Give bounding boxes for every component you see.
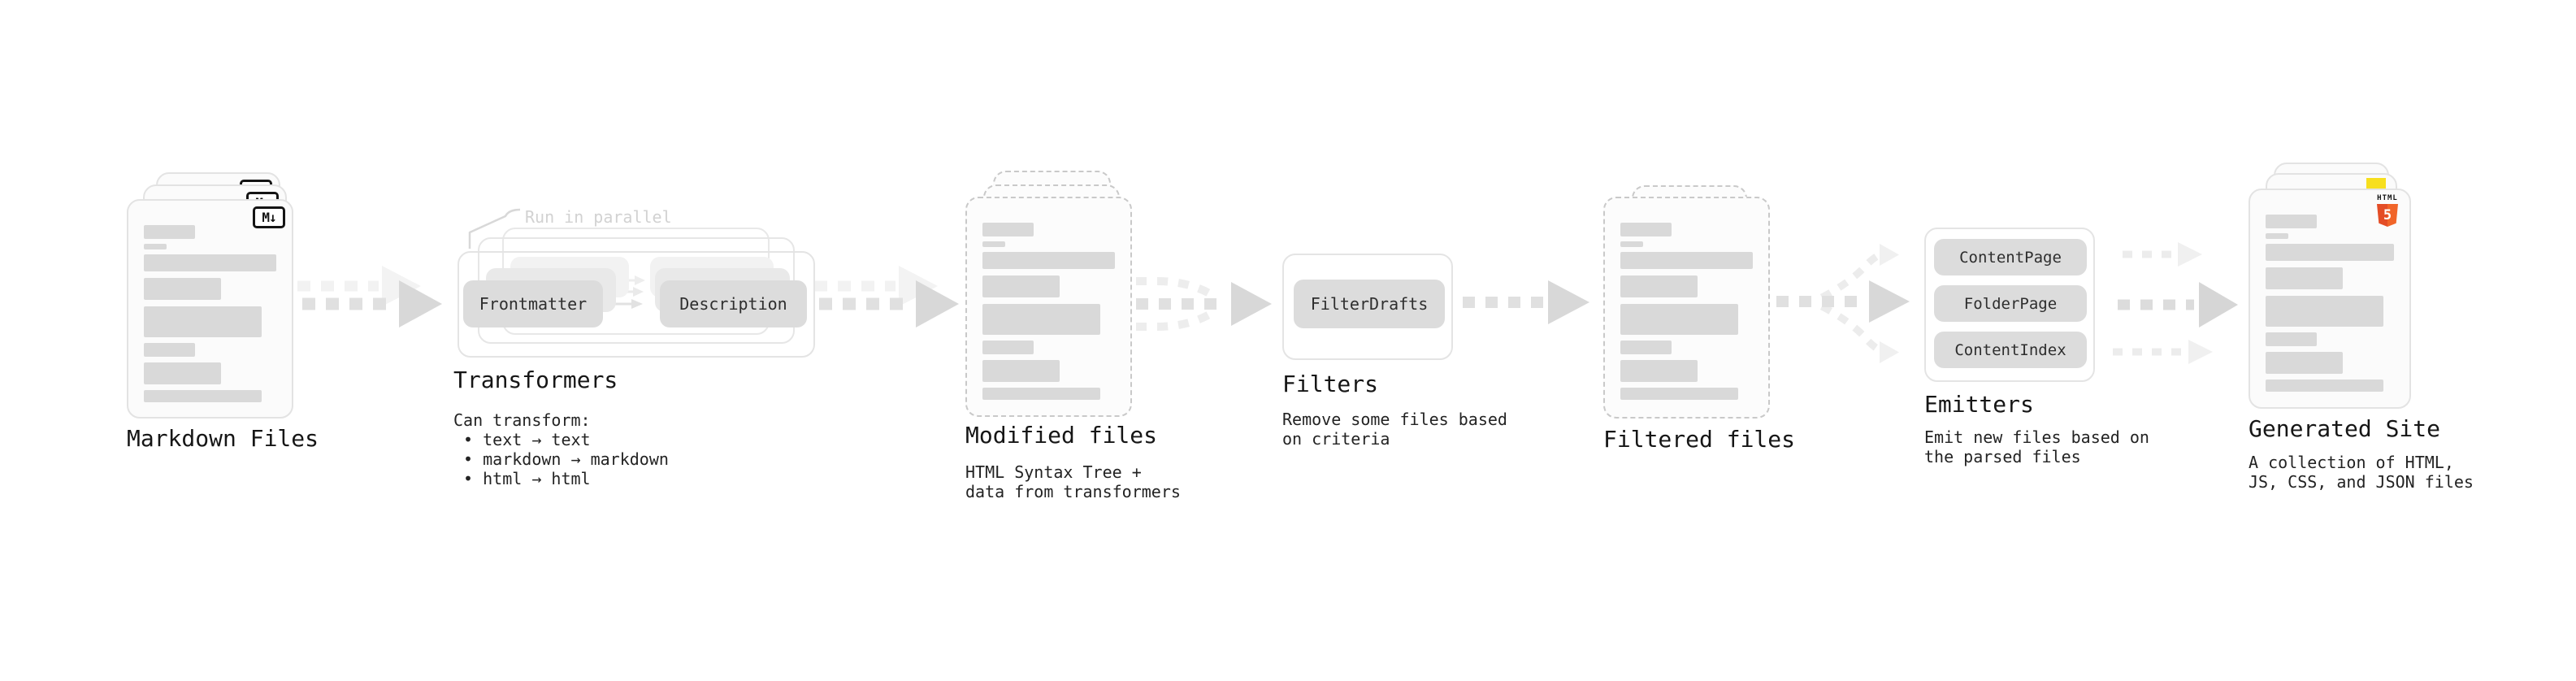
content-index-node: ContentIndex [1934,332,2087,368]
html5-icon-shield: 5 [2377,204,2398,227]
placeholder-bar [1620,223,1672,236]
placeholder-bar [982,340,1034,354]
placeholder-bar [144,343,195,357]
arrow-emitters-to-site [2113,242,2238,364]
placeholder-bar [144,278,221,300]
placeholder-bar [982,241,1005,247]
transformer-container-front [458,251,815,358]
modified-file-card-front [965,197,1132,417]
placeholder-bar [2266,244,2394,261]
placeholder-bar [2266,233,2288,239]
placeholder-bar [2266,267,2343,289]
placeholder-bar [1620,252,1753,269]
site-file-card-html: HTML 5 [2249,189,2411,409]
document-content-placeholder [1620,223,1753,400]
modified-files-label: Modified files [965,422,1158,449]
transformers-details: Can transform: • text → text • markdown … [453,410,669,488]
modified-files-details: HTML Syntax Tree + data from transformer… [965,462,1181,501]
arrow-modified-to-filters-merge [1136,277,1272,331]
placeholder-bar [2266,296,2383,327]
placeholder-bar [982,223,1034,236]
placeholder-bar [144,362,221,384]
folder-page-node: FolderPage [1934,285,2087,322]
html5-file-icon: HTML 5 [2375,194,2400,227]
placeholder-bar [1620,360,1698,382]
placeholder-bar [1620,388,1738,400]
filter-drafts-node: FilterDrafts [1294,280,1445,328]
placeholder-bar [1620,241,1643,247]
placeholder-bar [1620,304,1738,335]
arrow-filters-to-filtered [1463,280,1589,324]
filtered-files-label: Filtered files [1603,426,1796,453]
placeholder-bar [144,306,262,337]
placeholder-bar [1620,275,1698,297]
emitters-container [1924,228,2095,382]
placeholder-bar [1620,340,1672,354]
placeholder-bar [2266,332,2317,346]
run-in-parallel-annotation: Run in parallel [525,207,672,227]
document-content-placeholder [982,223,1115,400]
html5-icon-text: HTML [2377,194,2398,202]
transformers-label: Transformers [453,367,618,393]
filters-container [1282,254,1453,360]
generated-site-label: Generated Site [2249,415,2441,442]
document-content-placeholder [144,225,276,402]
markdown-file-card-front: M↓ [127,199,293,419]
placeholder-bar [2266,215,2317,228]
arrow-transformers-to-modified [814,266,959,327]
placeholder-bar [982,252,1115,269]
placeholder-bar [982,275,1060,297]
filters-details: Remove some files based on criteria [1282,410,1507,449]
placeholder-bar [144,225,195,239]
placeholder-bar [982,388,1100,400]
filters-label: Filters [1282,371,1379,397]
placeholder-bar [2266,380,2383,392]
placeholder-bar [2266,352,2343,374]
markdown-files-label: Markdown Files [127,425,319,452]
arrow-markdown-to-transformers [297,266,442,327]
emitters-label: Emitters [1924,391,2034,418]
frontmatter-node: Frontmatter [463,280,603,327]
placeholder-bar [982,360,1060,382]
description-node: Description [660,280,807,327]
js-file-icon [2366,178,2386,191]
generated-site-details: A collection of HTML, JS, CSS, and JSON … [2249,453,2474,492]
filtered-file-card-front [1603,197,1770,419]
placeholder-bar [144,390,262,402]
document-content-placeholder [2266,215,2394,392]
placeholder-bar [144,254,276,271]
content-page-node: ContentPage [1934,239,2087,275]
markdown-file-icon: M↓ [253,206,285,228]
arrow-filtered-to-emitters-split [1776,244,1910,363]
placeholder-bar [982,304,1100,335]
placeholder-bar [144,244,167,249]
emitters-details: Emit new files based on the parsed files [1924,427,2149,466]
